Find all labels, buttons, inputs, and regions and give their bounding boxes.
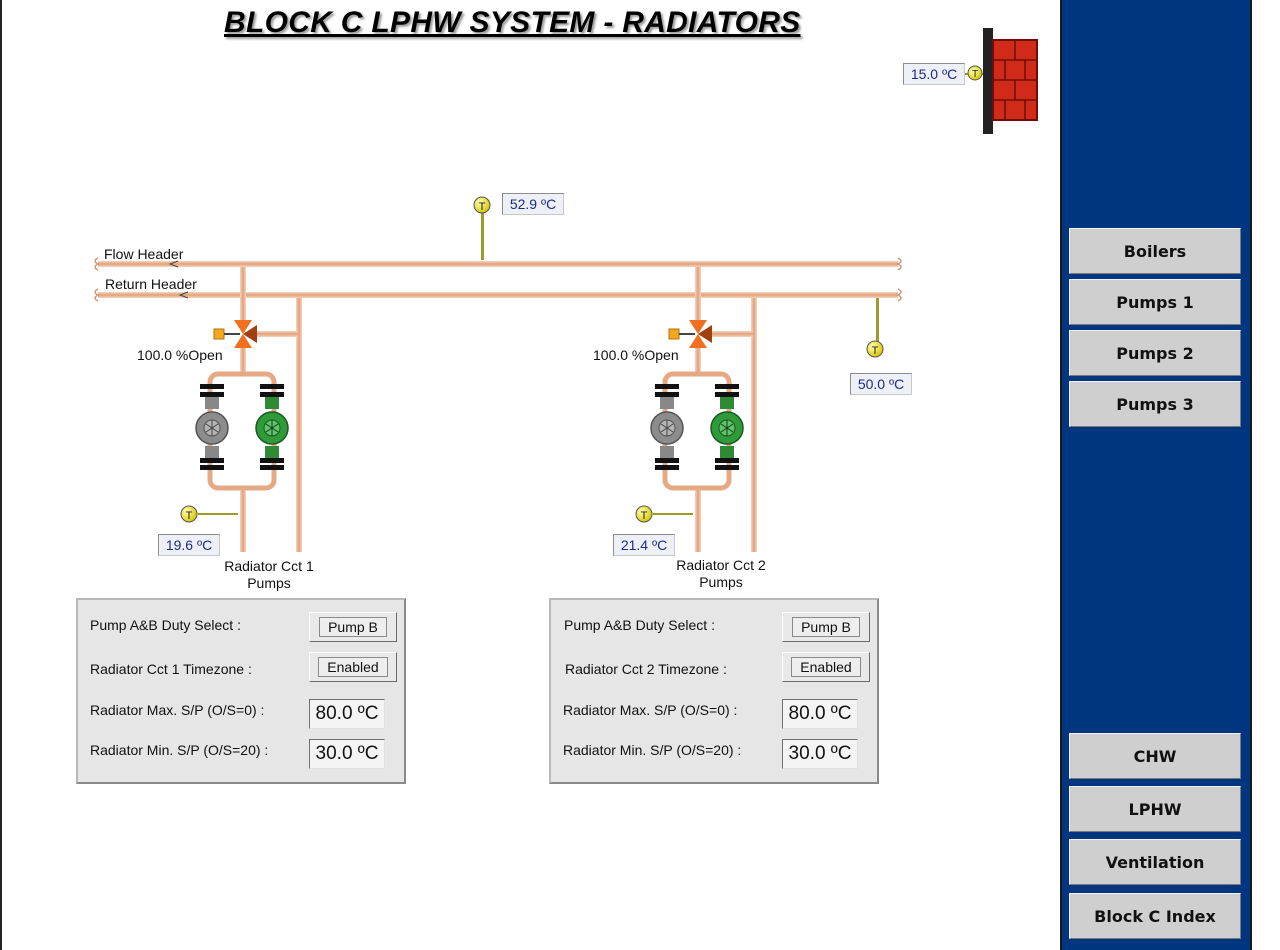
circuit2-name-line2: Pumps — [699, 574, 743, 590]
circuit2-max-sp-label: Radiator Max. S/P (O/S=0) : — [563, 702, 738, 718]
circuit2-pump-a — [650, 384, 684, 470]
window-edge — [1252, 0, 1280, 950]
return-temp-value[interactable]: 50.0 ºC — [850, 373, 912, 395]
return-header-label: Return Header — [105, 276, 197, 292]
page-title: BLOCK C LPHW SYSTEM - RADIATORS — [224, 6, 801, 39]
circuit1-temp-sensor-icon: T — [180, 505, 198, 523]
circuit1-min-sp-value[interactable]: 30.0 ºC — [309, 739, 385, 769]
circuit2-piping — [653, 267, 757, 552]
circuit2-control-panel: Pump A&B Duty Select : Pump B Radiator C… — [549, 598, 879, 784]
circuit1-temp-value[interactable]: 19.6 ºC — [158, 534, 220, 556]
svg-text:T: T — [479, 201, 486, 213]
circuit2-min-sp-label: Radiator Min. S/P (O/S=20) : — [563, 742, 742, 758]
svg-text:T: T — [641, 510, 648, 522]
svg-text:T: T — [186, 510, 193, 522]
circuit1-max-sp-value[interactable]: 80.0 ºC — [309, 699, 385, 729]
svg-text:T: T — [972, 69, 978, 80]
circuit1-timezone-label: Radiator Cct 1 Timezone : — [90, 661, 252, 677]
return-temp-sensor-icon: T — [866, 340, 884, 358]
circuit2-name-line1: Radiator Cct 2 — [676, 557, 766, 573]
circuit1-name: Radiator Cct 1 Pumps — [221, 558, 317, 592]
circuit1-valve-position: 100.0 %Open — [137, 347, 223, 363]
return-sensor-stem — [876, 298, 879, 342]
circuit1-timezone-value: Enabled — [318, 657, 388, 677]
circuit1-duty-label: Pump A&B Duty Select : — [90, 617, 241, 633]
circuit1-pump-a — [195, 384, 229, 470]
flow-sensor-stem — [481, 210, 484, 260]
flow-temp-sensor-icon: T — [473, 196, 491, 214]
circuit1-name-line2: Pumps — [247, 575, 291, 591]
flow-temp-value[interactable]: 52.9 ºC — [502, 193, 564, 215]
circuit2-duty-label: Pump A&B Duty Select : — [564, 617, 715, 633]
circuit2-temp-value[interactable]: 21.4 ºC — [613, 534, 675, 556]
circuit1-piping — [198, 267, 302, 552]
circuit2-duty-value: Pump B — [792, 617, 860, 637]
flow-header-pipe — [98, 261, 898, 267]
circuit2-timezone-toggle[interactable]: Enabled — [782, 652, 870, 682]
nav-lphw-button[interactable]: LPHW — [1069, 786, 1241, 832]
circuit1-min-sp-label: Radiator Min. S/P (O/S=20) : — [90, 742, 269, 758]
circuit2-timezone-label: Radiator Cct 2 Timezone : — [565, 661, 727, 677]
circuit1-timezone-toggle[interactable]: Enabled — [309, 652, 397, 682]
flow-header-label: Flow Header — [104, 246, 184, 262]
circuit2-pump-b — [710, 384, 744, 470]
circuit2-name: Radiator Cct 2 Pumps — [673, 557, 769, 591]
circuit1-duty-select[interactable]: Pump B — [309, 612, 397, 642]
circuit2-valve — [668, 320, 712, 348]
circuit1-name-line1: Radiator Cct 1 — [224, 558, 314, 574]
circuit1-max-sp-label: Radiator Max. S/P (O/S=0) : — [90, 702, 265, 718]
nav-ventilation-button[interactable]: Ventilation — [1069, 839, 1241, 885]
nav-chw-button[interactable]: CHW — [1069, 733, 1241, 779]
outside-temp-value[interactable]: 15.0 ºC — [903, 63, 965, 85]
circuit1-control-panel: Pump A&B Duty Select : Pump B Radiator C… — [76, 598, 406, 784]
circuit1-duty-value: Pump B — [319, 617, 387, 637]
nav-pumps3-button[interactable]: Pumps 3 — [1069, 381, 1241, 427]
circuit2-min-sp-value[interactable]: 30.0 ºC — [782, 739, 858, 769]
outside-temp-sensor-icon: T — [967, 65, 983, 81]
circuit2-timezone-value: Enabled — [791, 657, 861, 677]
mimic-panel: BLOCK C LPHW SYSTEM - RADIATORS — [0, 0, 1038, 950]
circuit2-max-sp-value[interactable]: 80.0 ºC — [782, 699, 858, 729]
svg-text:T: T — [872, 345, 879, 357]
circuit2-temp-sensor-icon: T — [635, 505, 653, 523]
circuit1-pump-b — [255, 384, 289, 470]
nav-boilers-button[interactable]: Boilers — [1069, 228, 1241, 274]
circuit2-valve-position: 100.0 %Open — [593, 347, 679, 363]
return-header-pipe — [98, 292, 898, 298]
circuit1-valve — [213, 320, 257, 348]
circuit2-duty-select[interactable]: Pump B — [782, 612, 870, 642]
nav-pumps2-button[interactable]: Pumps 2 — [1069, 330, 1241, 376]
nav-block-c-index-button[interactable]: Block C Index — [1069, 893, 1241, 939]
nav-pumps1-button[interactable]: Pumps 1 — [1069, 279, 1241, 325]
outside-wall-icon — [965, 28, 1038, 134]
schematic: T T T T T — [94, 28, 1038, 552]
